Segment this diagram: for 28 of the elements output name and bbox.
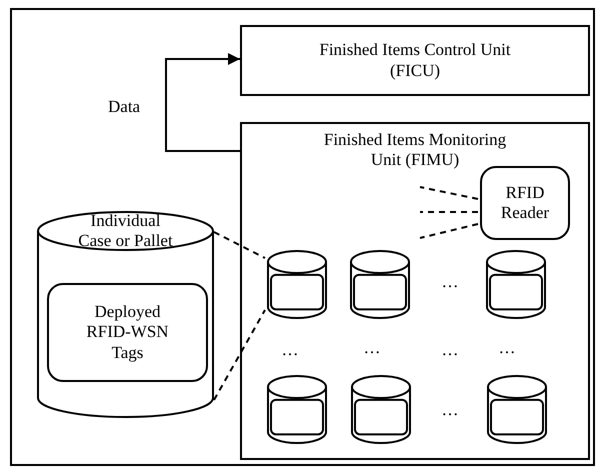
ellipsis-mark: … bbox=[498, 338, 516, 358]
case-cylinder bbox=[350, 250, 410, 319]
ellipsis-mark: … bbox=[442, 340, 458, 360]
case-cylinder bbox=[267, 250, 327, 319]
ellipsis-mark: … bbox=[364, 338, 380, 358]
case-cylinder bbox=[267, 375, 327, 444]
node-text: Individual Case or Pallet bbox=[77, 211, 174, 252]
unit-box bbox=[240, 25, 590, 96]
node-text: Finished Items Monitoring Unit (FIMU) bbox=[322, 129, 508, 171]
rounded-box bbox=[47, 283, 208, 382]
ellipsis-mark: … bbox=[442, 272, 458, 292]
unit-box bbox=[240, 122, 590, 460]
node-text: RFID Reader bbox=[500, 182, 550, 224]
connector-line bbox=[420, 211, 478, 213]
ellipsis-mark: … bbox=[442, 400, 458, 420]
rounded-box bbox=[480, 166, 570, 240]
case-cylinder bbox=[351, 375, 411, 444]
node-text: Deployed RFID-WSN Tags bbox=[85, 302, 170, 364]
connector-line bbox=[213, 310, 266, 400]
connector-line bbox=[214, 231, 266, 259]
ellipsis-mark: … bbox=[282, 340, 298, 360]
case-cylinder bbox=[486, 250, 546, 319]
arrow bbox=[165, 53, 240, 152]
case-cylinder bbox=[487, 375, 547, 444]
connector-line bbox=[420, 186, 478, 200]
connector-line bbox=[420, 223, 478, 239]
node-text: Finished Items Control Unit (FICU) bbox=[318, 40, 512, 81]
pallet-cylinder bbox=[37, 211, 214, 418]
